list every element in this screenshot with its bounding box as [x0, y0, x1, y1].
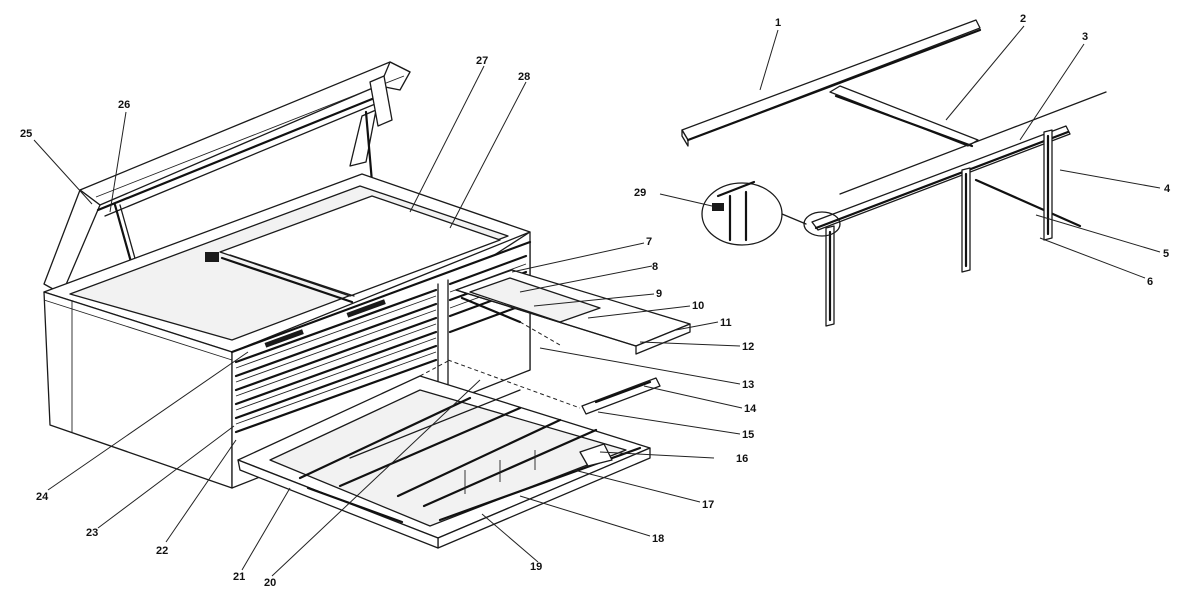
lid-support-right	[349, 75, 393, 184]
leg-middle	[961, 167, 971, 273]
callout-24: 24	[36, 491, 49, 503]
rail-and-leg-assembly	[681, 19, 1107, 327]
callout-labels: 1 2 3 4 5 6 7 8 9 10 11 12 13 14 15 16 1…	[20, 13, 1171, 589]
leg-left	[825, 225, 835, 327]
callout-21: 21	[233, 571, 245, 583]
callout-17: 17	[702, 499, 714, 511]
callout-22: 22	[156, 545, 168, 557]
left-drawer-stack	[234, 288, 438, 434]
callout-2: 2	[1020, 13, 1026, 25]
callout-12: 12	[742, 341, 754, 353]
callout-15: 15	[742, 429, 754, 441]
chest-lid	[43, 61, 411, 295]
callout-8: 8	[652, 261, 658, 273]
bracket-bar	[974, 178, 1082, 228]
callout-26: 26	[118, 99, 130, 111]
leg-right	[1043, 129, 1053, 241]
callout-1: 1	[775, 17, 781, 29]
callout-10: 10	[692, 300, 704, 312]
callout-18: 18	[652, 533, 664, 545]
callout-16: 16	[736, 453, 748, 465]
callout-14: 14	[744, 403, 757, 415]
leader-lines	[33, 25, 1161, 577]
callout-5: 5	[1163, 248, 1169, 260]
callout-27: 27	[476, 55, 488, 67]
detail-magnifier	[701, 180, 841, 246]
tool-chest-assembly	[43, 61, 691, 549]
callout-4: 4	[1164, 183, 1171, 195]
callout-20: 20	[264, 577, 276, 589]
pulled-out-drawer-upper	[455, 269, 691, 355]
callout-23: 23	[86, 527, 98, 539]
pulled-out-drawer-bottom	[237, 375, 651, 549]
callout-19: 19	[530, 561, 542, 573]
top-rail	[681, 19, 982, 147]
cross-rail	[829, 85, 979, 148]
callout-28: 28	[518, 71, 530, 83]
drawer-slide-front	[581, 377, 661, 415]
callout-29: 29	[634, 187, 646, 199]
callout-9: 9	[656, 288, 662, 300]
callout-7: 7	[646, 236, 652, 248]
side-rail	[811, 91, 1107, 231]
callout-3: 3	[1082, 31, 1088, 43]
callout-6: 6	[1147, 276, 1153, 288]
callout-25: 25	[20, 128, 32, 140]
callout-13: 13	[742, 379, 754, 391]
callout-11: 11	[720, 317, 732, 329]
